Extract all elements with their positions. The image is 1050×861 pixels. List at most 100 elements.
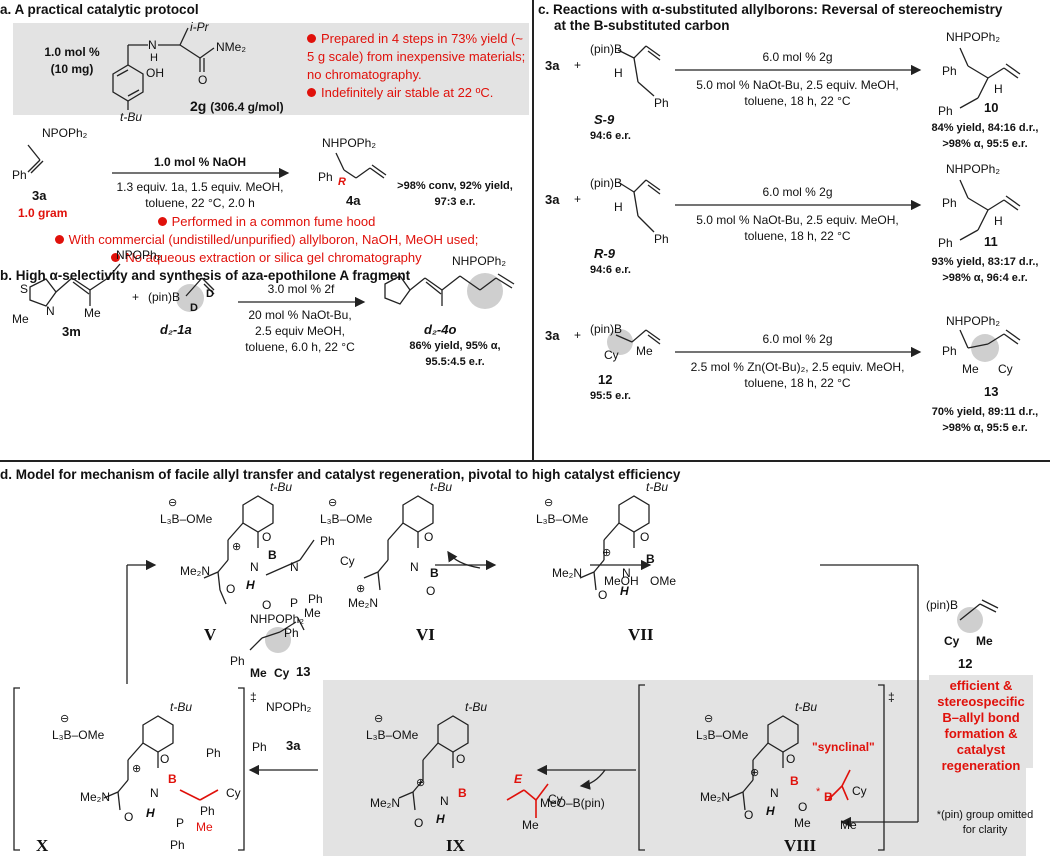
d21a-d2: D bbox=[190, 302, 198, 314]
arrow-a-bot1: 1.3 equiv. 1a, 1.5 equiv. MeOH, bbox=[116, 180, 284, 194]
3a-mass: 1.0 gram bbox=[18, 206, 68, 220]
3m-s: S bbox=[20, 282, 29, 296]
o-atom: O bbox=[160, 752, 170, 766]
row-arrow-top: 6.0 mol % 2g bbox=[762, 185, 833, 199]
row-plus: + bbox=[574, 328, 582, 342]
row-prod-ph: Ph bbox=[942, 64, 957, 78]
cy: Cy bbox=[548, 792, 563, 806]
ph-3: Ph bbox=[284, 626, 299, 640]
dagger: ‡ bbox=[888, 690, 895, 704]
panel-d-title: d. Model for mechanism of facile allyl t… bbox=[0, 467, 681, 482]
row-yield-1: 93% yield, 83:17 d.r., bbox=[931, 256, 1039, 268]
l3b-ome: L₃B–OMe bbox=[536, 512, 589, 526]
b-atom: B bbox=[430, 566, 439, 580]
b-atom: B bbox=[646, 552, 655, 566]
byprod-nhpoph2: NHPOPh₂ bbox=[250, 612, 305, 626]
tbu: t-Bu bbox=[795, 700, 818, 714]
h-atom: H bbox=[146, 806, 155, 820]
meoh-label: MeOH bbox=[604, 574, 639, 588]
panel-c-title-1: c. Reactions with α-substituted allylbor… bbox=[538, 2, 1003, 17]
row-prod-name: 13 bbox=[984, 384, 999, 399]
row-sub2: Me bbox=[636, 344, 653, 358]
l3b-ome: L₃B–OMe bbox=[52, 728, 105, 742]
row-prod-name: 10 bbox=[984, 100, 999, 115]
dagger: ‡ bbox=[250, 690, 257, 704]
arrow-b-bot2: 2.5 equiv MeOH, bbox=[254, 324, 346, 338]
boron-12-cy: Cy bbox=[944, 634, 960, 648]
footnote: *(pin) group omitted for clarity bbox=[936, 809, 1034, 836]
boron-12-name: 12 bbox=[958, 656, 973, 671]
me-1: Me bbox=[794, 816, 811, 830]
ph-3: Ph bbox=[170, 838, 185, 852]
4a-nhpoph2: NHPOPh₂ bbox=[322, 136, 377, 150]
cy: Cy bbox=[226, 786, 241, 800]
catalyst-mw: (306.4 g/mol) bbox=[210, 100, 284, 114]
row-arrow-bot1: 5.0 mol % NaOt-Bu, 2.5 equiv. MeOH, bbox=[696, 213, 899, 227]
l3b-ome: L₃B–OMe bbox=[160, 512, 213, 526]
o-atom: O bbox=[640, 530, 650, 544]
o-atom-2: O bbox=[598, 588, 608, 602]
oplus: ⊕ bbox=[602, 547, 612, 559]
reagent-3a-ph: Ph bbox=[252, 740, 267, 754]
3m-me2: Me bbox=[84, 306, 101, 320]
row-yield-2: >98% α, 96:4 e.r. bbox=[942, 272, 1028, 284]
bullet-icon bbox=[307, 34, 316, 43]
catalyst-tbu: t-Bu bbox=[120, 110, 143, 124]
3m-name: 3m bbox=[62, 324, 81, 339]
row-arrow-bot2: toluene, 18 h, 22 °C bbox=[744, 229, 851, 243]
row-prod-name: 11 bbox=[984, 234, 998, 249]
n-atom: N bbox=[150, 786, 159, 800]
red-highlight-box bbox=[929, 675, 1033, 768]
byprod-ph: Ph bbox=[230, 654, 245, 668]
3m-npoph2: NPOPh₂ bbox=[116, 248, 162, 262]
mechanism-box bbox=[323, 680, 1026, 856]
d24o-yield-2: 95.5:4.5 e.r. bbox=[425, 356, 485, 368]
ominus: ⊖ bbox=[374, 713, 384, 725]
h-atom: H bbox=[436, 812, 445, 826]
n-atom-2: N bbox=[290, 560, 299, 574]
bullet-icon bbox=[157, 217, 167, 226]
ph-1: Ph bbox=[320, 534, 335, 548]
byprod-cy: Cy bbox=[274, 666, 290, 680]
o-atom: O bbox=[786, 752, 796, 766]
row-prod-sub: H bbox=[994, 82, 1003, 96]
panel-c-title-2: at the B-substituted carbon bbox=[554, 18, 730, 33]
row-plus: + bbox=[574, 192, 582, 206]
catalyst-mass: (10 mg) bbox=[50, 62, 94, 76]
catalyst-loading: 1.0 mol % bbox=[44, 45, 100, 59]
row-arrow-bot2: toluene, 18 h, 22 °C bbox=[744, 94, 851, 108]
o-atom-2: O bbox=[226, 582, 236, 596]
me2n: Me₂N bbox=[700, 790, 730, 804]
row-prod-ph2: Ph bbox=[938, 104, 953, 118]
3a-ph: Ph bbox=[12, 168, 27, 182]
row-yield-1: 84% yield, 84:16 d.r., bbox=[931, 122, 1039, 134]
tbu: t-Bu bbox=[465, 700, 488, 714]
cy-1: Cy bbox=[340, 554, 355, 568]
row-sub1: H bbox=[614, 200, 623, 214]
d21a-boron: (pin)B bbox=[148, 290, 181, 304]
byprod-name: 13 bbox=[296, 664, 311, 679]
o-atom: O bbox=[262, 530, 272, 544]
d24o-name: d₂-4o bbox=[424, 322, 457, 337]
tbu: t-Bu bbox=[270, 480, 293, 494]
row-prod-nhpoph2: NHPOPh₂ bbox=[946, 314, 1001, 328]
label-VIII: VIII bbox=[784, 836, 817, 855]
arrow-b-top: 3.0 mol % 2f bbox=[267, 282, 335, 296]
row-arrow-top: 6.0 mol % 2g bbox=[762, 332, 833, 346]
note-1: Performed in a common fume hood bbox=[0, 214, 533, 229]
4a-ph: Ph bbox=[318, 170, 333, 184]
h-atom: H bbox=[766, 804, 775, 818]
n-atom: N bbox=[410, 560, 419, 574]
d24o-yield-1: 86% yield, 95% α, bbox=[409, 340, 501, 352]
catalyst-notes: Prepared in 4 steps in 73% yield (~ 5 g … bbox=[307, 30, 529, 102]
synclinal: "synclinal" bbox=[812, 740, 875, 754]
3a-name: 3a bbox=[32, 188, 47, 203]
me2n: Me₂N bbox=[348, 596, 378, 610]
catalyst-oh: OH bbox=[146, 66, 164, 80]
row-prod-ph: Ph bbox=[942, 344, 957, 358]
ominus: ⊖ bbox=[328, 497, 338, 509]
arrow-b-bot3: toluene, 6.0 h, 22 °C bbox=[245, 340, 355, 354]
row-name: R-9 bbox=[594, 246, 615, 261]
row-sub1: H bbox=[614, 66, 623, 80]
